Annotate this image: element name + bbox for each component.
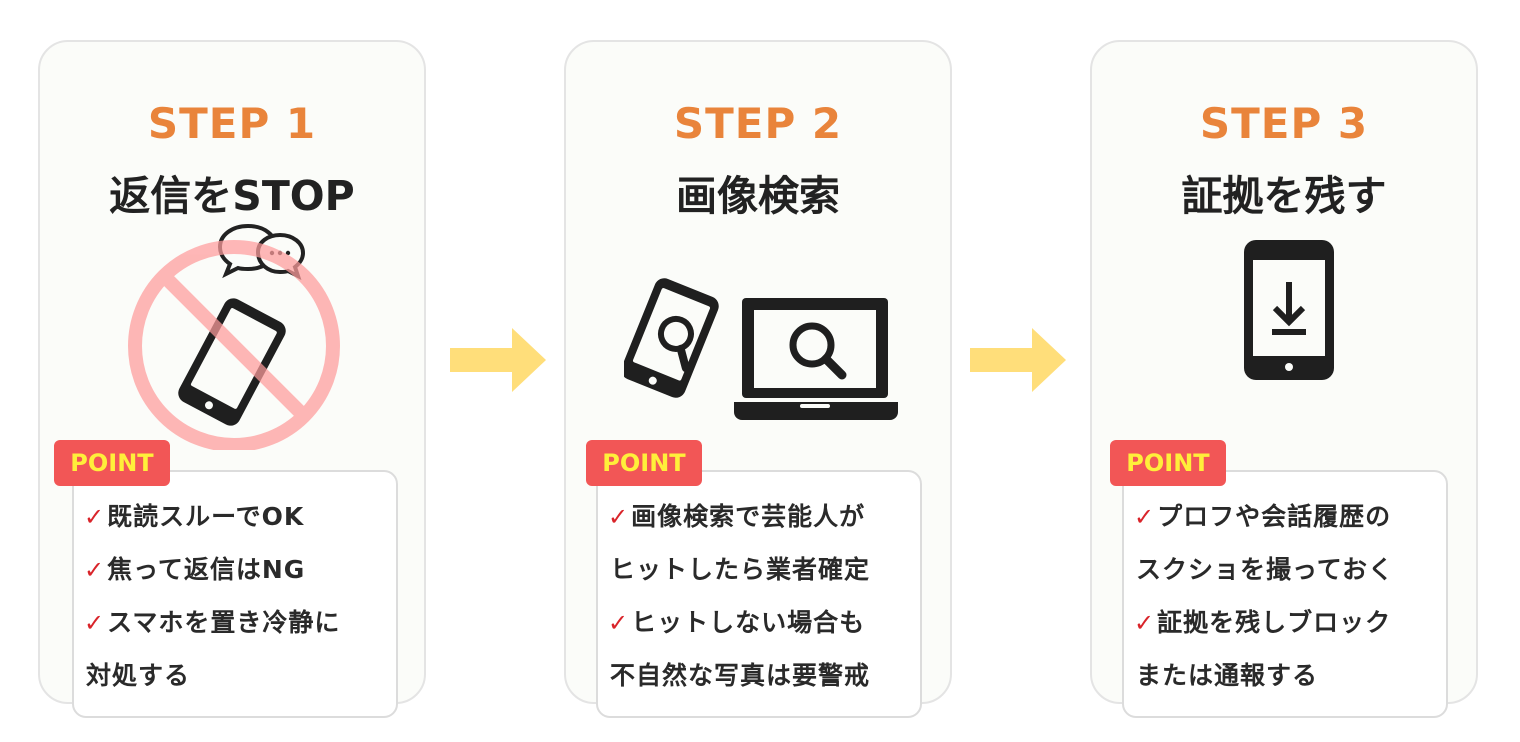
arrow-right-icon [450, 328, 546, 392]
point-line: ✓画像検索で芸能人が [608, 490, 914, 543]
step-card-3: STEP 3 証拠を残す ✓プロフや会話履歴の スクショを撮っておく ✓証拠を残… [1090, 40, 1478, 718]
point-text: ヒットしない場合も [631, 608, 866, 637]
check-icon: ✓ [84, 503, 106, 531]
point-text: または通報する [1136, 661, 1319, 690]
point-badge: POINT [1110, 440, 1226, 486]
point-text: 証拠を残しブロック [1157, 608, 1392, 637]
point-text: 既読スルーでOK [107, 502, 305, 531]
step-title: 画像検索 [676, 172, 840, 220]
point-badge: POINT [586, 440, 702, 486]
step-card-2: STEP 2 画像検索 ✓画像検索で芸能人が ヒットしたら業者確定 ✓ヒットしな… [564, 40, 952, 718]
step-label: STEP 1 [147, 99, 317, 148]
no-phone-chat-icon [128, 223, 340, 450]
point-line: または通報する [1134, 649, 1440, 702]
point-list: ✓プロフや会話履歴の スクショを撮っておく ✓証拠を残しブロック または通報する [1134, 490, 1440, 702]
point-list: ✓画像検索で芸能人が ヒットしたら業者確定 ✓ヒットしない場合も 不自然な写真は… [608, 490, 914, 702]
step-label: STEP 2 [673, 99, 843, 148]
point-line: 対処する [84, 649, 390, 702]
point-line: ✓スマホを置き冷静に [84, 596, 390, 649]
point-line: ✓証拠を残しブロック [1134, 596, 1440, 649]
arrow-right-icon [970, 328, 1066, 392]
point-line: ✓プロフや会話履歴の [1134, 490, 1440, 543]
point-line: ✓焦って返信はNG [84, 543, 390, 596]
point-box: ✓画像検索で芸能人が ヒットしたら業者確定 ✓ヒットしない場合も 不自然な写真は… [596, 470, 922, 718]
point-box: ✓既読スルーでOK ✓焦って返信はNG ✓スマホを置き冷静に 対処する [72, 470, 398, 718]
point-line: スクショを撮っておく [1134, 543, 1440, 596]
point-list: ✓既読スルーでOK ✓焦って返信はNG ✓スマホを置き冷静に 対処する [84, 490, 390, 702]
point-line: ✓ヒットしない場合も [608, 596, 914, 649]
image-search-devices-icon [624, 278, 898, 420]
point-text: スクショを撮っておく [1136, 555, 1395, 584]
check-icon: ✓ [84, 609, 106, 637]
point-text: 画像検索で芸能人が [631, 502, 866, 531]
point-line: 不自然な写真は要警戒 [608, 649, 914, 702]
point-box: ✓プロフや会話履歴の スクショを撮っておく ✓証拠を残しブロック または通報する [1122, 470, 1448, 718]
check-icon: ✓ [608, 609, 630, 637]
point-text: ヒットしたら業者確定 [610, 555, 871, 584]
point-text: プロフや会話履歴の [1157, 502, 1392, 531]
point-line: ヒットしたら業者確定 [608, 543, 914, 596]
point-text: 不自然な写真は要警戒 [610, 661, 871, 690]
step-label: STEP 3 [1199, 99, 1369, 148]
point-text: スマホを置き冷静に [107, 608, 341, 637]
phone-download-icon [1244, 240, 1334, 380]
step-title: 返信をSTOP [109, 172, 355, 220]
check-icon: ✓ [1134, 609, 1156, 637]
step-card-1: STEP 1 返信をSTOP ✓既読スルーでOK ✓焦って返信はNG ✓スマホを… [38, 40, 426, 718]
point-text: 焦って返信はNG [107, 555, 306, 584]
step-title: 証拠を残す [1181, 172, 1387, 220]
point-badge: POINT [54, 440, 170, 486]
check-icon: ✓ [608, 503, 630, 531]
point-line: ✓既読スルーでOK [84, 490, 390, 543]
check-icon: ✓ [84, 556, 106, 584]
point-text: 対処する [86, 661, 191, 690]
check-icon: ✓ [1134, 503, 1156, 531]
